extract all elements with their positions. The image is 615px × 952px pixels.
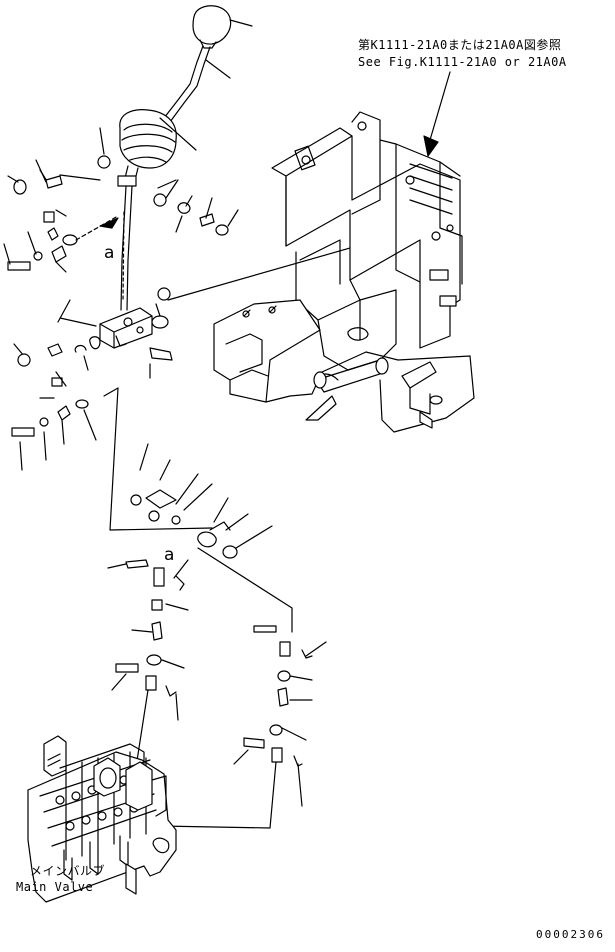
main-valve-label-jp: メインバルブ: [30, 864, 106, 878]
main-valve-label-en: Main Valve: [16, 880, 94, 894]
cable-bracket-lines: [103, 387, 327, 829]
hardware-upper-left: [3, 155, 239, 273]
control-lever: [117, 5, 232, 311]
reference-note-en: See Fig.K1111-21A0 or 21A0A: [358, 55, 567, 69]
reference-arrow: [423, 71, 451, 157]
marker-a-lower: a: [164, 545, 174, 565]
drawing-number: 00002306: [536, 928, 605, 941]
main-frame: [213, 111, 475, 433]
reference-note-jp: 第K1111-21A0または21A0A図参照: [358, 38, 562, 52]
main-valve: [27, 735, 177, 903]
marker-a-upper: a: [104, 243, 114, 263]
